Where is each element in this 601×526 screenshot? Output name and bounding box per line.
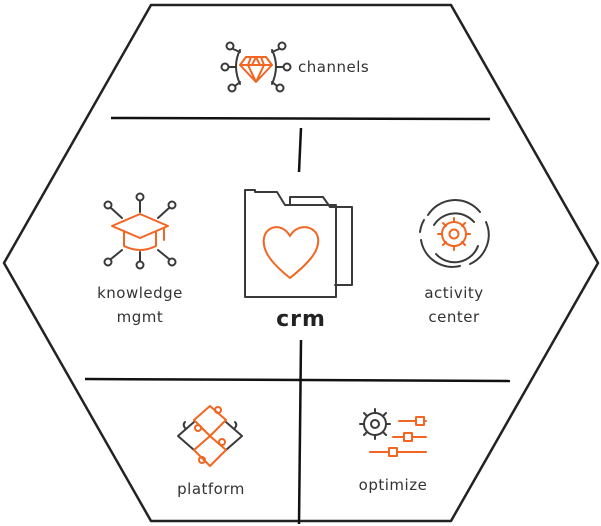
channels-label: channels [298,58,369,76]
gear-cycle-icon [419,199,490,268]
platform-label: platform [177,480,245,498]
gear-sliders-icon [359,408,427,457]
puzzle-pieces-icon [177,405,243,467]
graduation-cap-network-icon [103,192,177,270]
mgmt-label: mgmt [117,308,164,326]
hexagon-outline [2,3,600,523]
crm-label: crm [276,307,326,332]
divider-center-bottom [297,339,303,525]
optimize-label: optimize [359,476,428,494]
divider-center-top [297,127,303,173]
activity-label: activity [424,284,483,302]
knowledge-label: knowledge [97,284,183,302]
divider-bottom [84,377,511,383]
divider-top [110,116,491,121]
center-label: center [428,308,480,326]
folder-heart-icon [244,189,353,298]
diamond-network-icon [220,41,292,93]
